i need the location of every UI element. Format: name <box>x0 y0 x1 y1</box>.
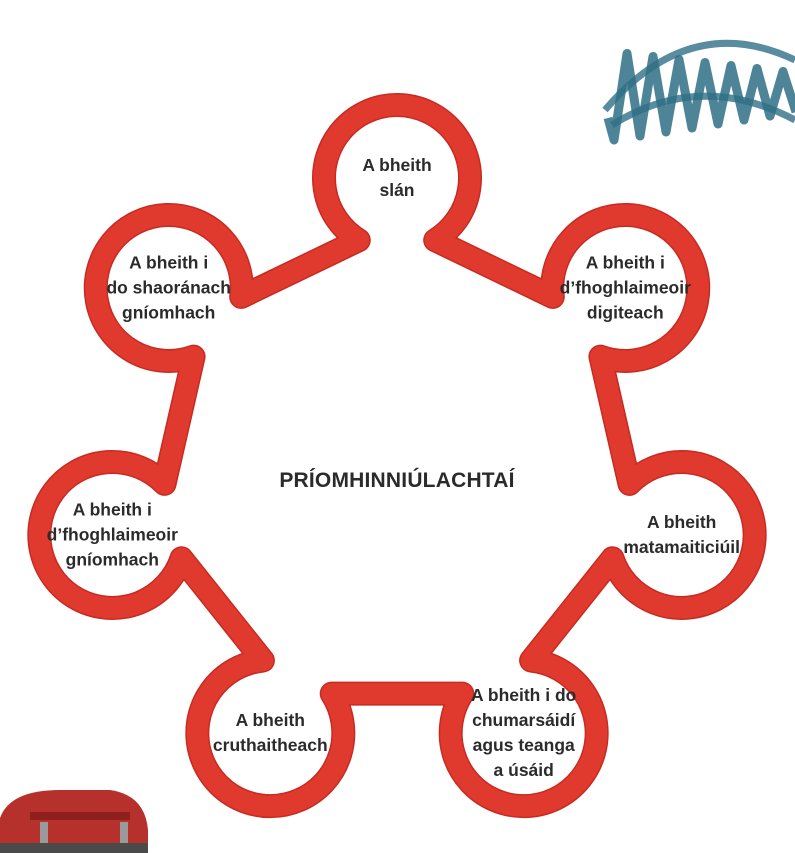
center-title: PRÍOMHINNIÚLACHTAÍ <box>279 469 515 492</box>
competency-label-line: digiteach <box>586 302 664 323</box>
competency-label-line: A bheith i <box>585 252 665 273</box>
competency-label: A bheith i d’fhoghlaimeoir digiteach <box>560 250 691 325</box>
competency-label-line: A bheith i do <box>471 685 577 706</box>
competency-label-line: A bheith <box>647 512 717 532</box>
competency-label-line: A bheith <box>235 710 305 731</box>
competency-label-line: chumarsáidí <box>472 710 576 731</box>
backpack-image <box>0 790 148 853</box>
competency-ring-path <box>27 93 767 819</box>
competency-label-line: cruthaitheach <box>212 735 328 756</box>
competency-label: A bheith matamaiticiúil <box>623 510 740 560</box>
competency-label-line: a úsáid <box>493 760 554 781</box>
competency-label-line: A bheith i <box>72 499 152 520</box>
competency-label-line: d’fhoghlaimeoir <box>559 277 691 298</box>
competency-label-line: A bheith i <box>129 252 209 273</box>
ring-band <box>28 94 766 817</box>
competency-label-line: gníomhach <box>65 549 159 570</box>
competency-label-line: agus teanga <box>472 735 575 756</box>
competency-label-line: gníomhach <box>122 302 216 323</box>
competency-label-line: matamaiticiúil <box>623 537 741 557</box>
competency-label-line: A bheith <box>362 155 432 175</box>
scribble-decoration <box>602 39 795 145</box>
competency-label-line: slán <box>379 180 415 200</box>
competency-label: A bheith i do shaoránach gníomhach <box>106 250 230 325</box>
competency-label: A bheith i d’fhoghlaimeoir gníomhach <box>47 498 178 573</box>
competency-label-line: do shaoránach <box>106 277 231 298</box>
competency-label: A bheith slán <box>362 153 431 203</box>
competency-label-line: d’fhoghlaimeoir <box>46 524 178 545</box>
competency-label: A bheith i do chumarsáidí agus teanga a úsá… <box>471 683 576 783</box>
competency-label: A bheith cruthaitheach <box>213 708 328 758</box>
